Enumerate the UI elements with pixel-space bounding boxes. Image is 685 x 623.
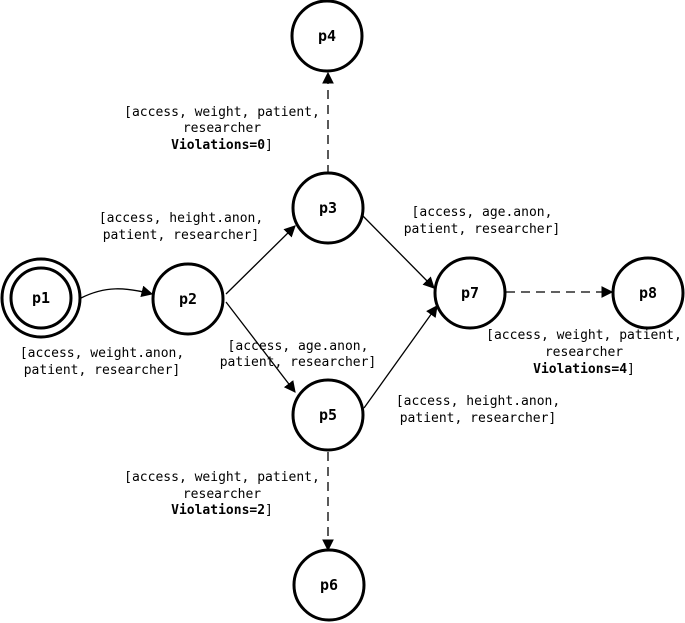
label-p1-p2-line2: patient, researcher] bbox=[24, 363, 181, 378]
label-p3-p4: [access, weight, patient, researcher Vio… bbox=[124, 105, 320, 153]
edge-p5-p7 bbox=[363, 305, 438, 409]
node-p2: p2 bbox=[151, 262, 225, 336]
violations-count-p4: Violations=0 bbox=[171, 138, 265, 153]
label-p5-p6: [access, weight, patient, researcher Vio… bbox=[124, 470, 320, 518]
edge-p1-p2 bbox=[80, 285, 154, 299]
label-p2-p3-line1: [access, height.anon, bbox=[99, 211, 263, 226]
closing-bracket-p4: ] bbox=[265, 138, 273, 153]
node-p8: p8 bbox=[611, 256, 685, 330]
node-p6: p6 bbox=[292, 548, 366, 622]
label-p5-p7-line1: [access, height.anon, bbox=[396, 394, 560, 409]
label-p3-p7-line1: [access, age.anon, bbox=[412, 205, 553, 220]
node-p7-label: p7 bbox=[461, 284, 479, 302]
label-p7-p8-line1: [access, weight, patient, bbox=[486, 328, 682, 343]
node-p4-label: p4 bbox=[318, 27, 336, 45]
label-p3-p7: [access, age.anon, patient, researcher] bbox=[404, 205, 561, 237]
node-p6-label: p6 bbox=[320, 576, 338, 594]
label-p3-p4-line2: researcher bbox=[183, 121, 261, 136]
label-p5-p6-line2: researcher bbox=[183, 487, 261, 502]
label-p2-p5: [access, age.anon, patient, researcher] bbox=[220, 339, 377, 370]
label-p3-p4-line3: Violations=0] bbox=[171, 138, 273, 153]
edge-p2-p5 bbox=[225, 301, 296, 393]
node-p1-label: p1 bbox=[32, 289, 50, 307]
label-p5-p7-line2: patient, researcher] bbox=[400, 411, 557, 426]
label-p7-p8-line3: Violations=4] bbox=[533, 362, 635, 377]
label-p2-p5-line1: [access, age.anon, bbox=[228, 339, 369, 354]
node-p3-label: p3 bbox=[319, 199, 337, 217]
closing-bracket-p8: ] bbox=[627, 362, 635, 377]
label-p2-p3: [access, height.anon, patient, researche… bbox=[99, 211, 263, 243]
label-p5-p6-line1: [access, weight, patient, bbox=[124, 470, 320, 485]
label-p5-p7: [access, height.anon, patient, researche… bbox=[396, 394, 560, 426]
label-p5-p6-line3: Violations=2] bbox=[171, 503, 273, 518]
node-p3: p3 bbox=[291, 171, 365, 245]
closing-bracket-p6: ] bbox=[265, 503, 273, 518]
node-p5: p5 bbox=[291, 378, 365, 452]
label-p1-p2-line1: [access, weight.anon, bbox=[20, 346, 184, 361]
label-p3-p7-line2: patient, researcher] bbox=[404, 222, 561, 237]
label-p7-p8-line2: researcher bbox=[545, 345, 623, 360]
node-p1: p1 bbox=[0, 257, 82, 339]
label-p3-p4-line1: [access, weight, patient, bbox=[124, 105, 320, 120]
edge-p2-p3 bbox=[225, 225, 296, 295]
violations-count-p8: Violations=4 bbox=[533, 362, 627, 377]
violations-count-p6: Violations=2 bbox=[171, 503, 265, 518]
node-p7: p7 bbox=[433, 256, 507, 330]
edge-p3-p7 bbox=[360, 213, 435, 289]
node-p4: p4 bbox=[290, 0, 364, 73]
node-p2-label: p2 bbox=[179, 290, 197, 308]
label-p2-p3-line2: patient, researcher] bbox=[103, 228, 260, 243]
label-p1-p2: [access, weight.anon, patient, researche… bbox=[20, 346, 184, 378]
node-p8-label: p8 bbox=[639, 284, 657, 302]
label-p7-p8: [access, weight, patient, researcher Vio… bbox=[486, 328, 682, 377]
node-p5-label: p5 bbox=[319, 406, 337, 424]
label-p2-p5-line2: patient, researcher] bbox=[220, 355, 377, 370]
